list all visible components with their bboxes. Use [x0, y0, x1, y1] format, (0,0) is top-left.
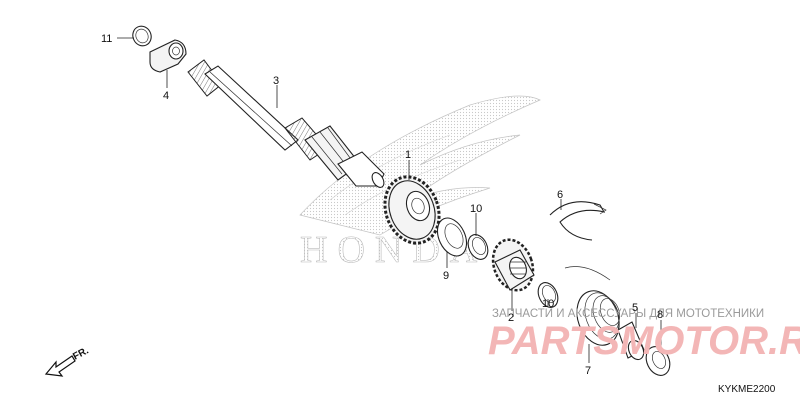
part-8-washer: [645, 346, 671, 376]
callout-6: 6: [557, 189, 563, 201]
front-label: FR.: [71, 345, 91, 362]
callout-8: 8: [657, 309, 663, 321]
part-9-washer: [436, 217, 468, 257]
part-10b-circlip: [537, 282, 559, 308]
callout-9: 9: [443, 270, 449, 282]
part-6-spring-guide: [549, 201, 607, 241]
callout-3: 3: [273, 75, 279, 87]
callout-5: 5: [632, 302, 638, 314]
front-arrow: FR.: [44, 345, 91, 377]
part-3-spindle: [187, 59, 385, 188]
callout-1: 1: [405, 149, 411, 161]
part-5-collar: [617, 321, 645, 361]
diagram-code: KYKME2200: [718, 384, 776, 395]
watermark-brand: PARTSMOTOR.RU: [488, 319, 800, 363]
callout-10a: 10: [470, 203, 482, 215]
part-2-ratchet: [491, 238, 535, 292]
part-7-spring: [564, 266, 621, 346]
part-4-stopper: [149, 39, 187, 73]
callout-7: 7: [585, 365, 591, 377]
callout-4: 4: [163, 90, 169, 102]
leader-lines: [117, 37, 662, 363]
part-11-circlip: [132, 25, 152, 47]
callout-2: 2: [508, 312, 514, 324]
part-1-gear: [383, 175, 441, 245]
callout-10b: 10: [542, 298, 554, 310]
callout-11: 11: [101, 33, 112, 45]
part-10a-circlip: [467, 234, 489, 260]
callout-numbers: 11 4 3 1 10 6 9 2 10 5 8 7: [101, 33, 663, 377]
watermark-caption: ЗАПЧАСТИ И АКСЕССУАРЫ ДЛЯ МОТОТЕХНИКИ: [492, 308, 764, 320]
